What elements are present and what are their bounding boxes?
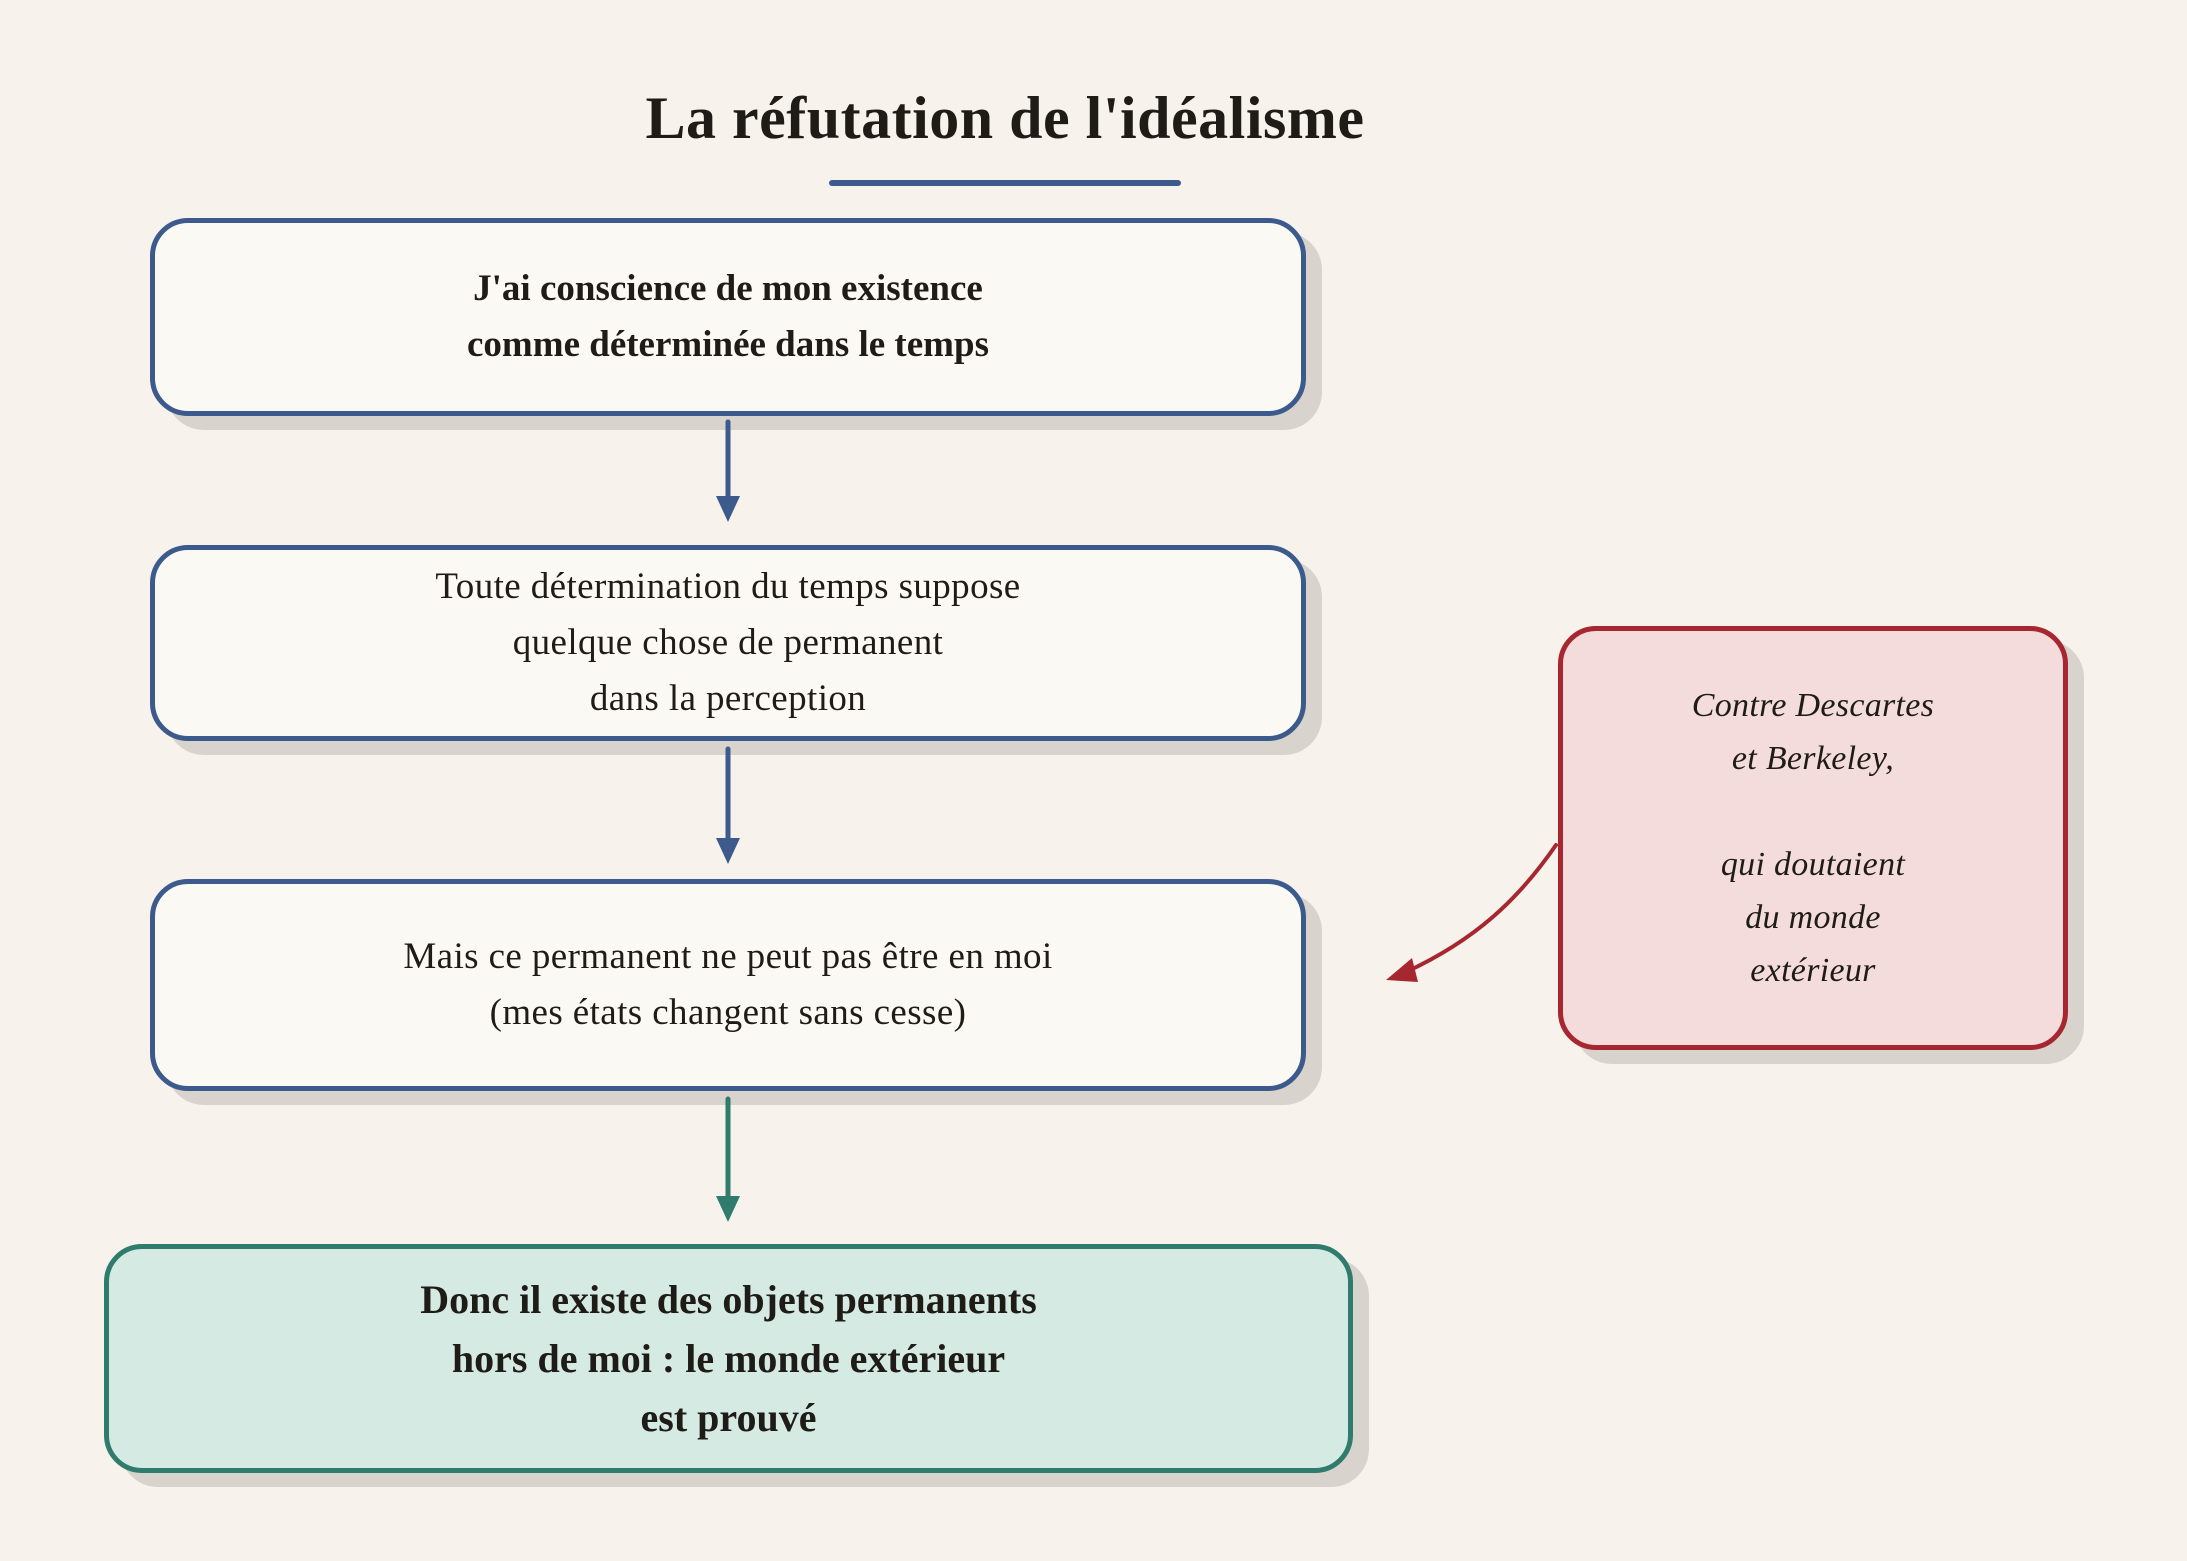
step-1-box: J'ai conscience de mon existence comme d… — [150, 218, 1306, 416]
diagram-title: La réfutation de l'idéalisme — [645, 85, 1365, 151]
note-line-2: et Berkeley, — [1731, 740, 1895, 777]
arrow-step3-to-conclusion — [716, 1096, 740, 1222]
arrow-step1-to-step2 — [716, 419, 740, 522]
step-1-line-1: J'ai conscience de mon existence — [473, 268, 983, 309]
conclusion-line-2: hors de moi : le monde extérieur — [451, 1336, 1006, 1381]
step-2-line-1: Toute détermination du temps suppose — [435, 566, 1021, 607]
note-line-1: Contre Descartes — [1691, 687, 1935, 724]
step-3-line-1: Mais ce permanent ne peut pas être en mo… — [403, 936, 1053, 977]
step-1-line-2: comme déterminée dans le temps — [467, 324, 989, 365]
step-3-text: Mais ce permanent ne peut pas être en mo… — [403, 929, 1052, 1041]
step-2-box: Toute détermination du temps suppose que… — [150, 545, 1306, 741]
step-3-line-2: (mes états changent sans cesse) — [489, 992, 967, 1033]
step-2-line-2: quelque chose de permanent — [512, 622, 944, 663]
conclusion-line-1: Donc il existe des objets permanents — [420, 1277, 1037, 1322]
step-1-text: J'ai conscience de mon existence comme d… — [467, 261, 989, 373]
step-3-box: Mais ce permanent ne peut pas être en mo… — [150, 879, 1306, 1091]
note-line-4: du monde — [1745, 899, 1881, 936]
note-text: Contre Descartes et Berkeley, qui doutai… — [1692, 679, 1934, 997]
arrow-step2-to-step3 — [716, 746, 740, 864]
note-box: Contre Descartes et Berkeley, qui doutai… — [1558, 626, 2068, 1050]
note-line-3: qui doutaient — [1720, 846, 1906, 883]
title-underline — [829, 180, 1181, 186]
step-2-line-3: dans la perception — [589, 678, 867, 719]
step-2-text: Toute détermination du temps suppose que… — [435, 559, 1020, 727]
conclusion-text: Donc il existe des objets permanents hor… — [420, 1270, 1037, 1447]
conclusion-box: Donc il existe des objets permanents hor… — [104, 1244, 1353, 1473]
note-line-5: extérieur — [1750, 952, 1876, 989]
conclusion-line-3: est prouvé — [640, 1395, 817, 1440]
arrow-note-to-step3 — [1386, 843, 1558, 982]
